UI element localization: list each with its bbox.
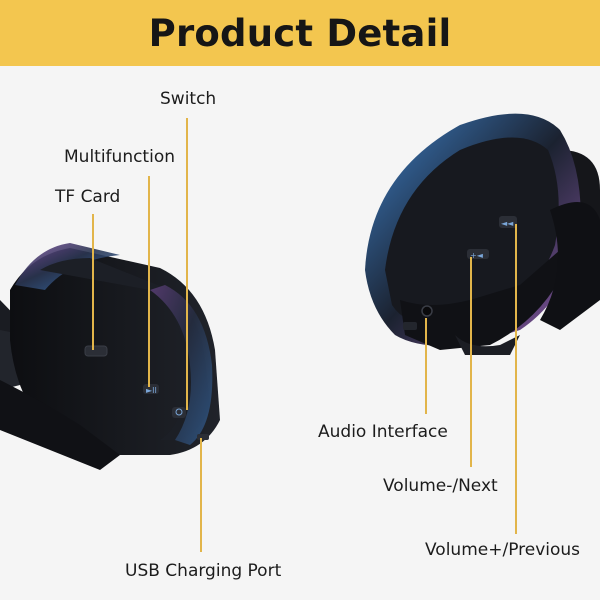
volume-minus-leader-line <box>470 257 472 467</box>
multifunction-leader-line <box>148 176 150 387</box>
volume-plus-previous-label: Volume+/Previous <box>425 540 581 560</box>
multifunction-label: Multifunction <box>64 147 175 167</box>
header-banner: Product Detail <box>0 0 600 66</box>
svg-text:+◄: +◄ <box>470 251 484 260</box>
volume-minus-next-label: Volume-/Next <box>383 476 498 496</box>
switch-label: Switch <box>160 89 217 109</box>
svg-text:►II: ►II <box>146 386 157 395</box>
usb-charging-port-label: USB Charging Port <box>125 561 282 581</box>
switch-leader-line <box>186 118 188 410</box>
audio-interface-leader-line <box>425 318 427 414</box>
svg-text:◄◄: ◄◄ <box>501 219 514 228</box>
usb-port-leader-line <box>200 438 202 552</box>
audio-interface-label: Audio Interface <box>318 422 448 442</box>
tf-card-label: TF Card <box>55 187 121 207</box>
page-title: Product Detail <box>148 11 452 55</box>
volume-plus-leader-line <box>515 224 517 534</box>
tf-card-leader-line <box>92 214 94 350</box>
right-earcup: +◄ ◄◄ <box>365 113 600 355</box>
